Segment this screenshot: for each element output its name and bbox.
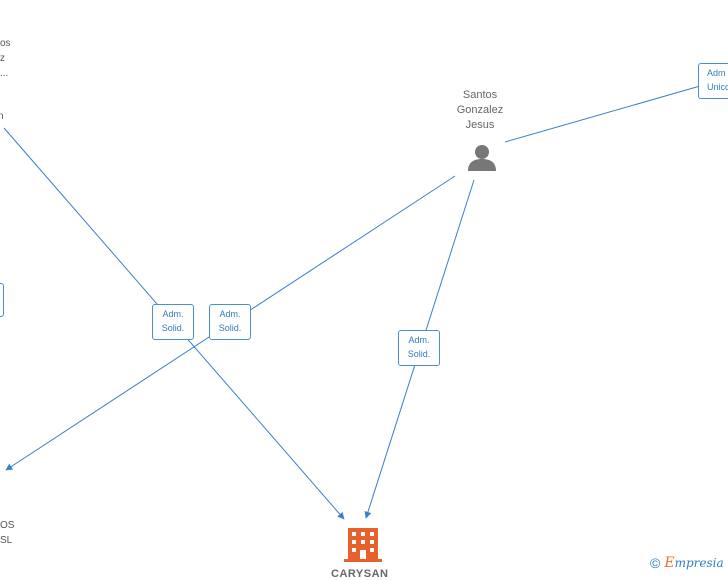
person-name-line: Santos <box>462 89 498 101</box>
role-line1: Adm. <box>162 309 184 319</box>
edge-person-to-right <box>504 77 728 143</box>
person-name-line: Jesus <box>465 119 495 131</box>
role-box-adm-solid-3[interactable]: Adm. Solid. <box>398 330 440 366</box>
partial-role-box-left[interactable] <box>0 283 4 317</box>
person-node-label[interactable]: Santos Gonzalez Jesus <box>443 88 517 133</box>
empresia-watermark: © E mpresia <box>650 553 724 573</box>
copyright-icon: © <box>650 555 661 571</box>
role-line1: Adm <box>707 68 726 78</box>
partial-node-left-top-line: z <box>0 53 5 64</box>
role-line2: Solid. <box>161 323 185 333</box>
partial-node-left-top[interactable]: os z ... <box>0 36 11 81</box>
role-line2: Unico <box>707 82 728 92</box>
role-box-adm-unico[interactable]: Adm Unico <box>698 63 728 99</box>
partial-node-left-bottom-line: OS <box>0 520 15 531</box>
partial-node-left-bottom-line: SL <box>0 535 13 546</box>
person-icon[interactable] <box>468 145 496 171</box>
partial-node-left-bottom[interactable]: OS SL <box>0 518 14 548</box>
role-line1: Adm. <box>219 309 241 319</box>
company-node-label[interactable]: CARYSAN <box>331 568 389 580</box>
role-line2: Solid. <box>218 323 242 333</box>
partial-node-left-top-line: ... <box>0 68 9 79</box>
partial-node-left-top-line: os <box>0 38 11 49</box>
role-line1: Adm. <box>408 335 430 345</box>
brand-initial: E <box>664 555 675 571</box>
partial-node-left-top-fragment: n <box>0 111 4 122</box>
person-name-line: Gonzalez <box>456 104 504 116</box>
role-line2: Solid. <box>407 349 431 359</box>
building-icon[interactable] <box>344 528 382 562</box>
brand-rest: mpresia <box>674 556 724 570</box>
role-box-adm-solid-2[interactable]: Adm. Solid. <box>209 304 251 340</box>
role-box-adm-solid-1[interactable]: Adm. Solid. <box>152 304 194 340</box>
